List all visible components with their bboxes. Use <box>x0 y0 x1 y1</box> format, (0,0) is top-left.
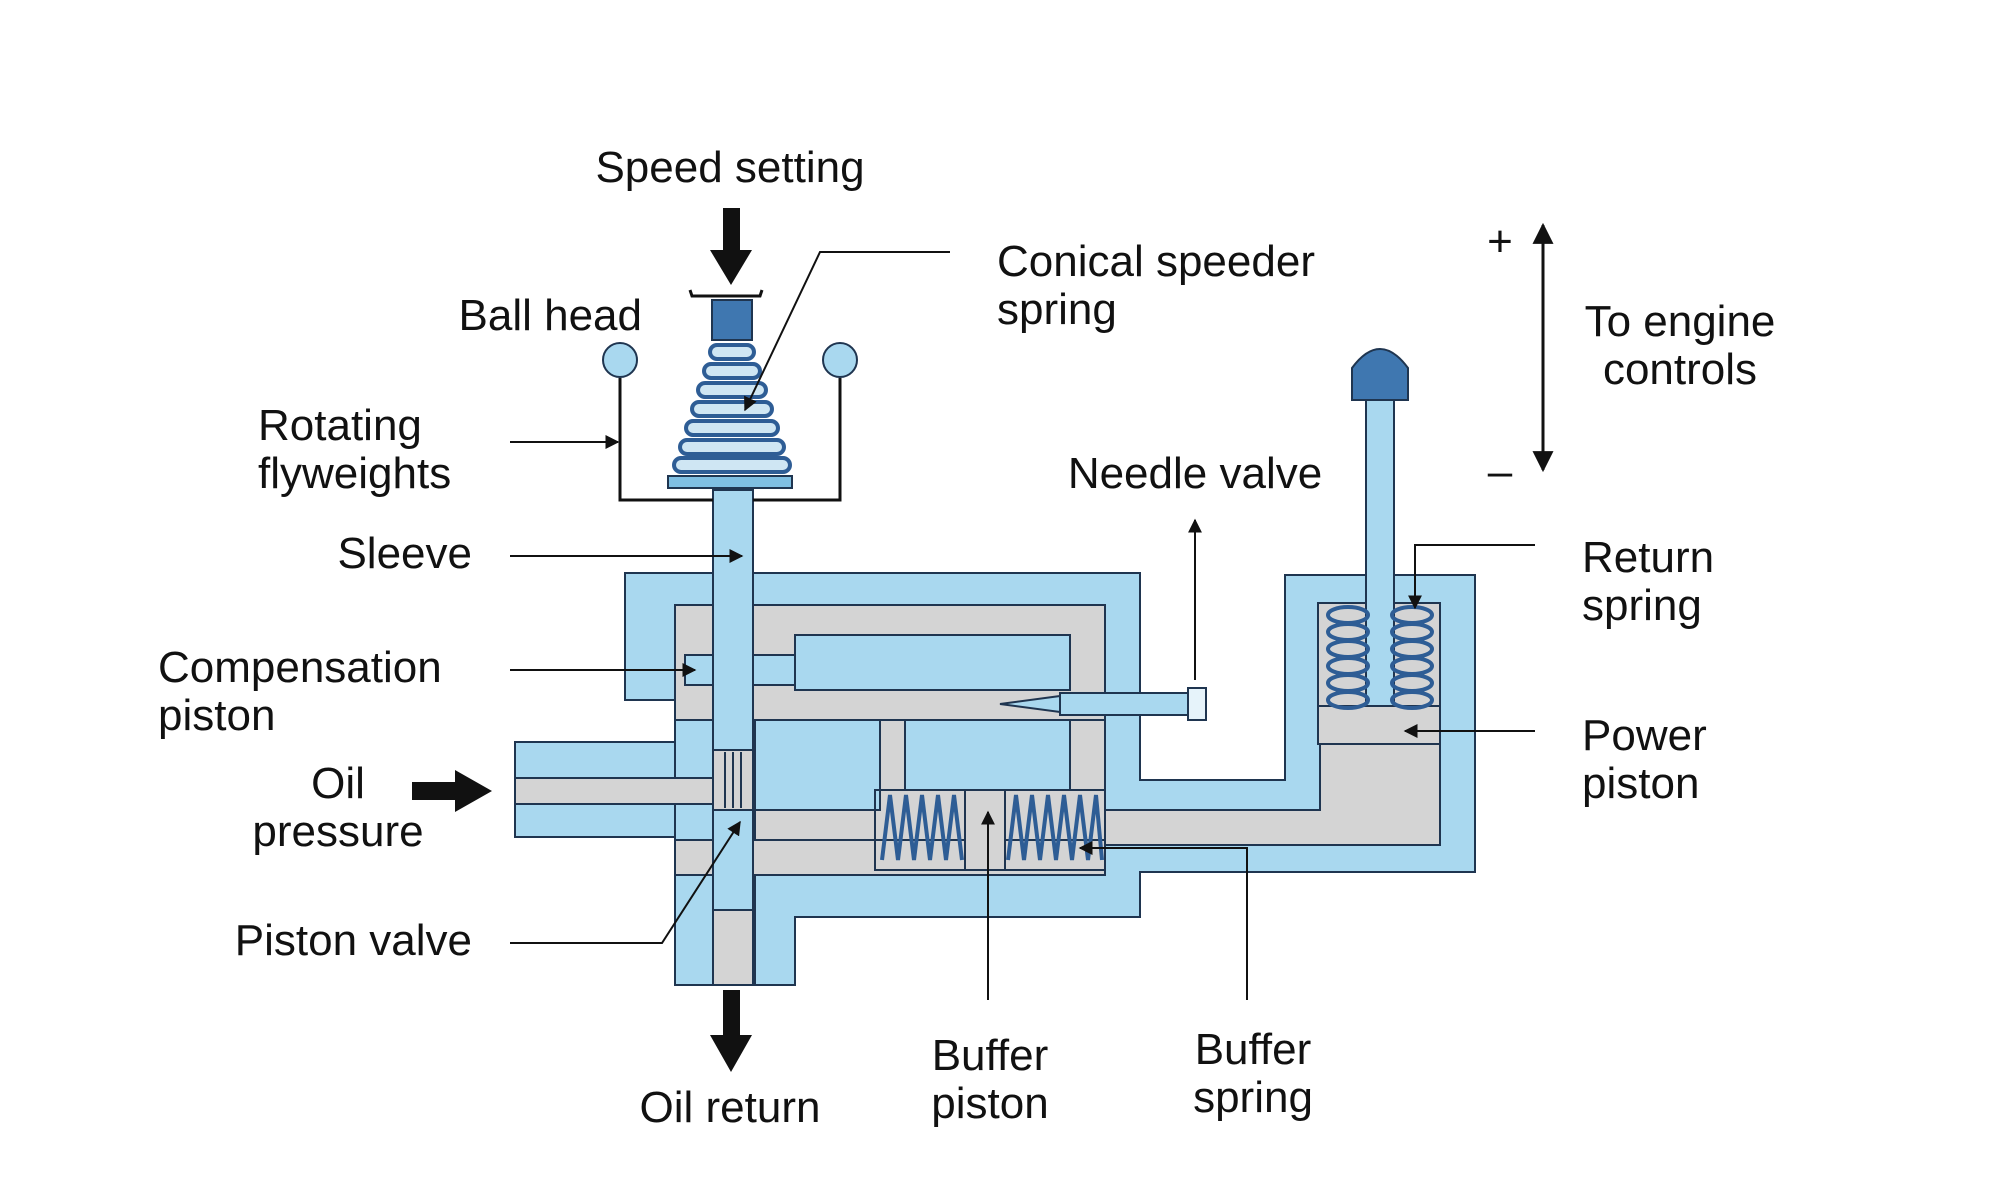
label-buffer-spring-2: spring <box>1193 1073 1313 1122</box>
label-return-spring-1: Return <box>1582 533 1714 582</box>
label-ball-head: Ball head <box>459 291 642 340</box>
label-oil-pressure-1: Oil <box>311 759 365 808</box>
label-engine-2: controls <box>1603 345 1757 394</box>
oil-return-arrow <box>710 990 752 1072</box>
label-plus: + <box>1487 217 1513 266</box>
label-power-piston-2: piston <box>1582 759 1699 808</box>
rotating-flyweights <box>602 342 858 378</box>
label-compensation-1: Compensation <box>158 643 442 692</box>
leader-lines <box>510 222 1554 1000</box>
label-sleeve: Sleeve <box>337 529 472 578</box>
needle-valve <box>999 687 1207 721</box>
buffer-piston <box>964 789 1006 871</box>
label-rotating-2: flyweights <box>258 449 451 498</box>
speed-setting-arrow <box>710 208 752 285</box>
compensation-piston <box>794 634 1071 691</box>
buffer-spring <box>880 794 1104 861</box>
oil-pressure-arrow <box>412 770 492 812</box>
power-piston <box>1317 705 1441 745</box>
label-needle-valve: Needle valve <box>1068 449 1322 498</box>
label-buffer-piston-1: Buffer <box>932 1031 1049 1080</box>
conical-speeder-spring <box>667 289 793 489</box>
label-oil-return: Oil return <box>640 1083 821 1132</box>
label-conical-spring-2: spring <box>997 285 1117 334</box>
label-power-piston-1: Power <box>1582 711 1707 760</box>
internal-parts <box>684 634 1106 871</box>
label-speed-setting: Speed setting <box>595 143 864 192</box>
label-rotating-1: Rotating <box>258 401 422 450</box>
label-engine-1: To engine <box>1585 297 1776 346</box>
label-buffer-spring-1: Buffer <box>1195 1025 1312 1074</box>
label-buffer-piston-2: piston <box>931 1079 1048 1128</box>
label-piston-valve: Piston valve <box>235 916 472 965</box>
label-conical-spring-1: Conical speeder <box>997 237 1315 286</box>
label-minus: – <box>1488 447 1513 496</box>
label-compensation-2: piston <box>158 691 275 740</box>
power-piston-assembly <box>1317 348 1441 745</box>
label-return-spring-2: spring <box>1582 581 1702 630</box>
ball-head <box>618 378 842 502</box>
sleeve-rod <box>712 489 754 986</box>
label-oil-pressure-2: pressure <box>252 807 423 856</box>
